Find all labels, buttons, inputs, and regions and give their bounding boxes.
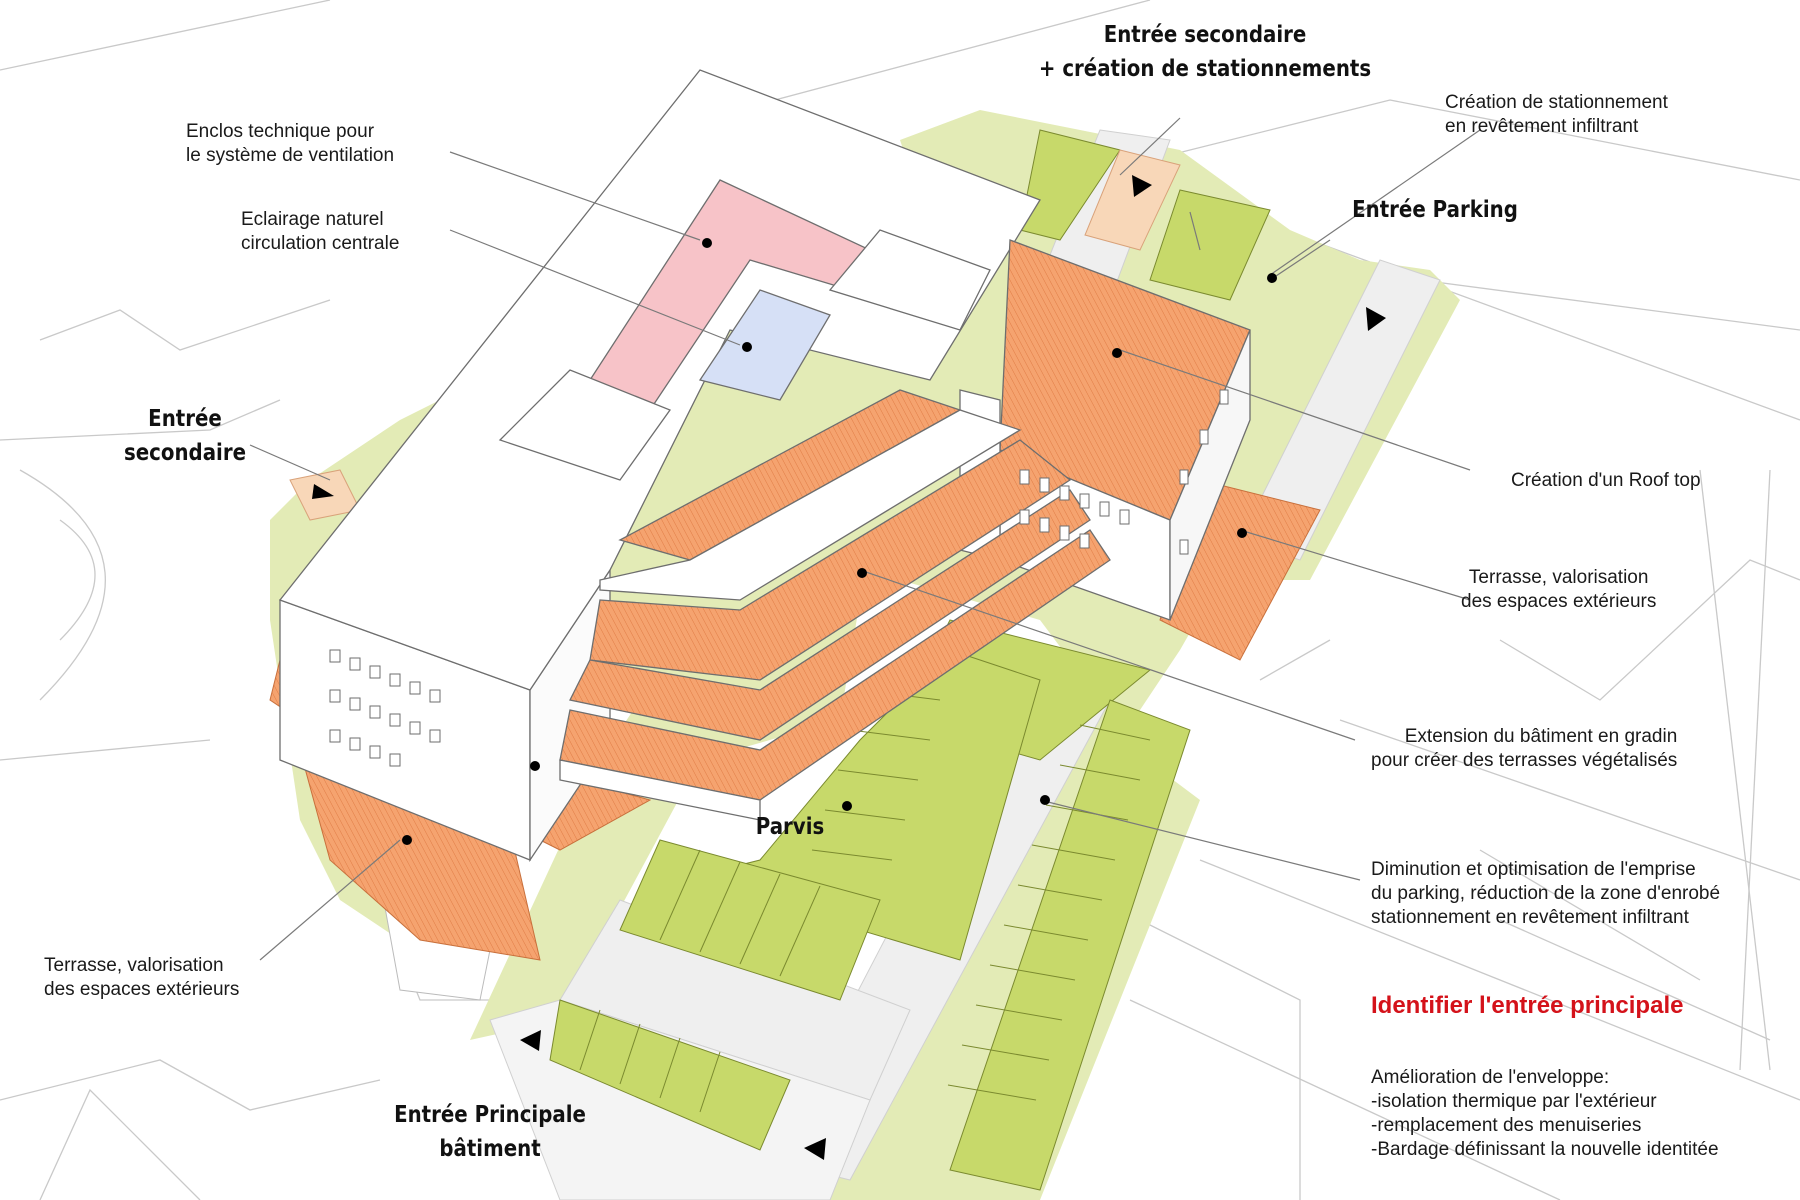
- callout-dots: [402, 238, 1277, 845]
- label-identifier-entree: Identifier l'entrée principale: [1371, 992, 1684, 1019]
- label-diminution: Diminution et optimisation de l'emprise …: [1371, 859, 1721, 928]
- entry-arrows: [312, 175, 1386, 1160]
- parking-stalls: [549, 129, 1271, 1191]
- label-eclairage-naturel: Eclairage naturel circulation centrale: [241, 209, 400, 254]
- label-entree-secondaire-left: Entrée secondaire: [123, 406, 247, 466]
- leader-lines: [249, 117, 1481, 961]
- label-entree-secondaire-top: Entrée secondaire + création de stationn…: [1038, 22, 1372, 82]
- label-terrasse-right: Terrasse, valorisation des espaces extér…: [1461, 567, 1657, 612]
- parking-stall-dividers: [579, 689, 1151, 1113]
- label-extension: Extension du bâtiment en gradin pour cré…: [1371, 726, 1678, 771]
- label-amelioration: Amélioration de l'enveloppe: -isolation …: [1371, 1067, 1719, 1160]
- label-enclos-technique: Enclos technique pour le système de vent…: [186, 121, 395, 166]
- label-entree-principale: Entrée Principale bâtiment: [394, 1102, 586, 1162]
- facade-windows: [329, 389, 1229, 767]
- main-building: [278, 69, 1251, 863]
- label-creation-stationnement: Création de stationnement en revêtement …: [1445, 92, 1668, 137]
- label-terrasse-left: Terrasse, valorisation des espaces extér…: [44, 955, 240, 1000]
- label-parvis: Parvis: [755, 814, 825, 840]
- label-roof-top: Création d'un Roof top: [1511, 470, 1701, 491]
- label-entree-parking: Entrée Parking: [1352, 197, 1518, 223]
